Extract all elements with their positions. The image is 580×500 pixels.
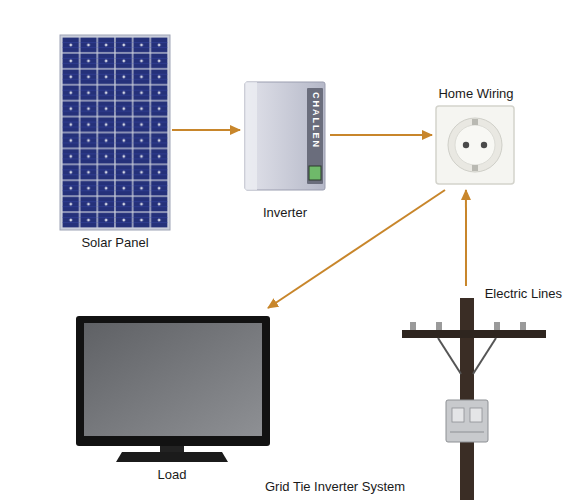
solar-panel-illustration — [60, 35, 170, 230]
transformer-part — [452, 408, 464, 422]
socket-face — [455, 125, 495, 165]
node-label: Home Wiring — [432, 86, 520, 101]
tv-screen — [84, 323, 262, 436]
inverter-body — [245, 82, 325, 190]
socket-hole — [481, 142, 487, 148]
socket-illustration — [436, 106, 514, 184]
insulator — [520, 322, 526, 330]
home-wiring-node: Home Wiring — [432, 86, 520, 190]
node-label: Load — [72, 467, 272, 482]
socket-hole — [463, 142, 469, 148]
inverter-side — [245, 82, 257, 190]
tv-illustration — [76, 316, 270, 462]
load-node: Load — [72, 308, 272, 484]
insulator — [436, 322, 442, 330]
socket-plate — [436, 106, 514, 184]
arrow-connector — [465, 190, 467, 286]
brand-stripe — [307, 88, 323, 184]
inverter-illustration — [245, 82, 325, 190]
transformer-part — [470, 408, 482, 422]
earth-clip — [472, 165, 478, 171]
insulator — [494, 322, 500, 330]
node-label: Electric Lines — [485, 286, 562, 301]
caption: Grid Tie Inverter System — [265, 479, 405, 494]
transformer-line — [450, 432, 484, 433]
earth-clip — [472, 119, 478, 125]
tv-bezel — [76, 316, 270, 446]
crossarm — [402, 330, 546, 338]
brand-label: CHALLEN — [310, 92, 321, 149]
solar-panel-node: Solar Panel — [58, 35, 172, 252]
tv-neck — [160, 446, 184, 452]
brace — [473, 338, 496, 374]
node-label: Solar Panel — [58, 235, 172, 250]
transformer — [446, 400, 488, 442]
insulator — [410, 322, 416, 330]
socket-ring — [448, 118, 502, 172]
pole-illustration — [402, 298, 546, 500]
arrow-connector — [172, 129, 240, 131]
brace — [438, 338, 461, 374]
panel-frame — [60, 35, 170, 230]
node-label: Inverter — [240, 205, 330, 220]
inverter-display — [309, 166, 321, 180]
arrow-connector — [330, 134, 432, 136]
electric-lines-node: Electric Lines — [398, 286, 568, 498]
tv-stand — [116, 452, 228, 462]
pole — [460, 298, 474, 500]
panel-cells — [62, 37, 168, 228]
